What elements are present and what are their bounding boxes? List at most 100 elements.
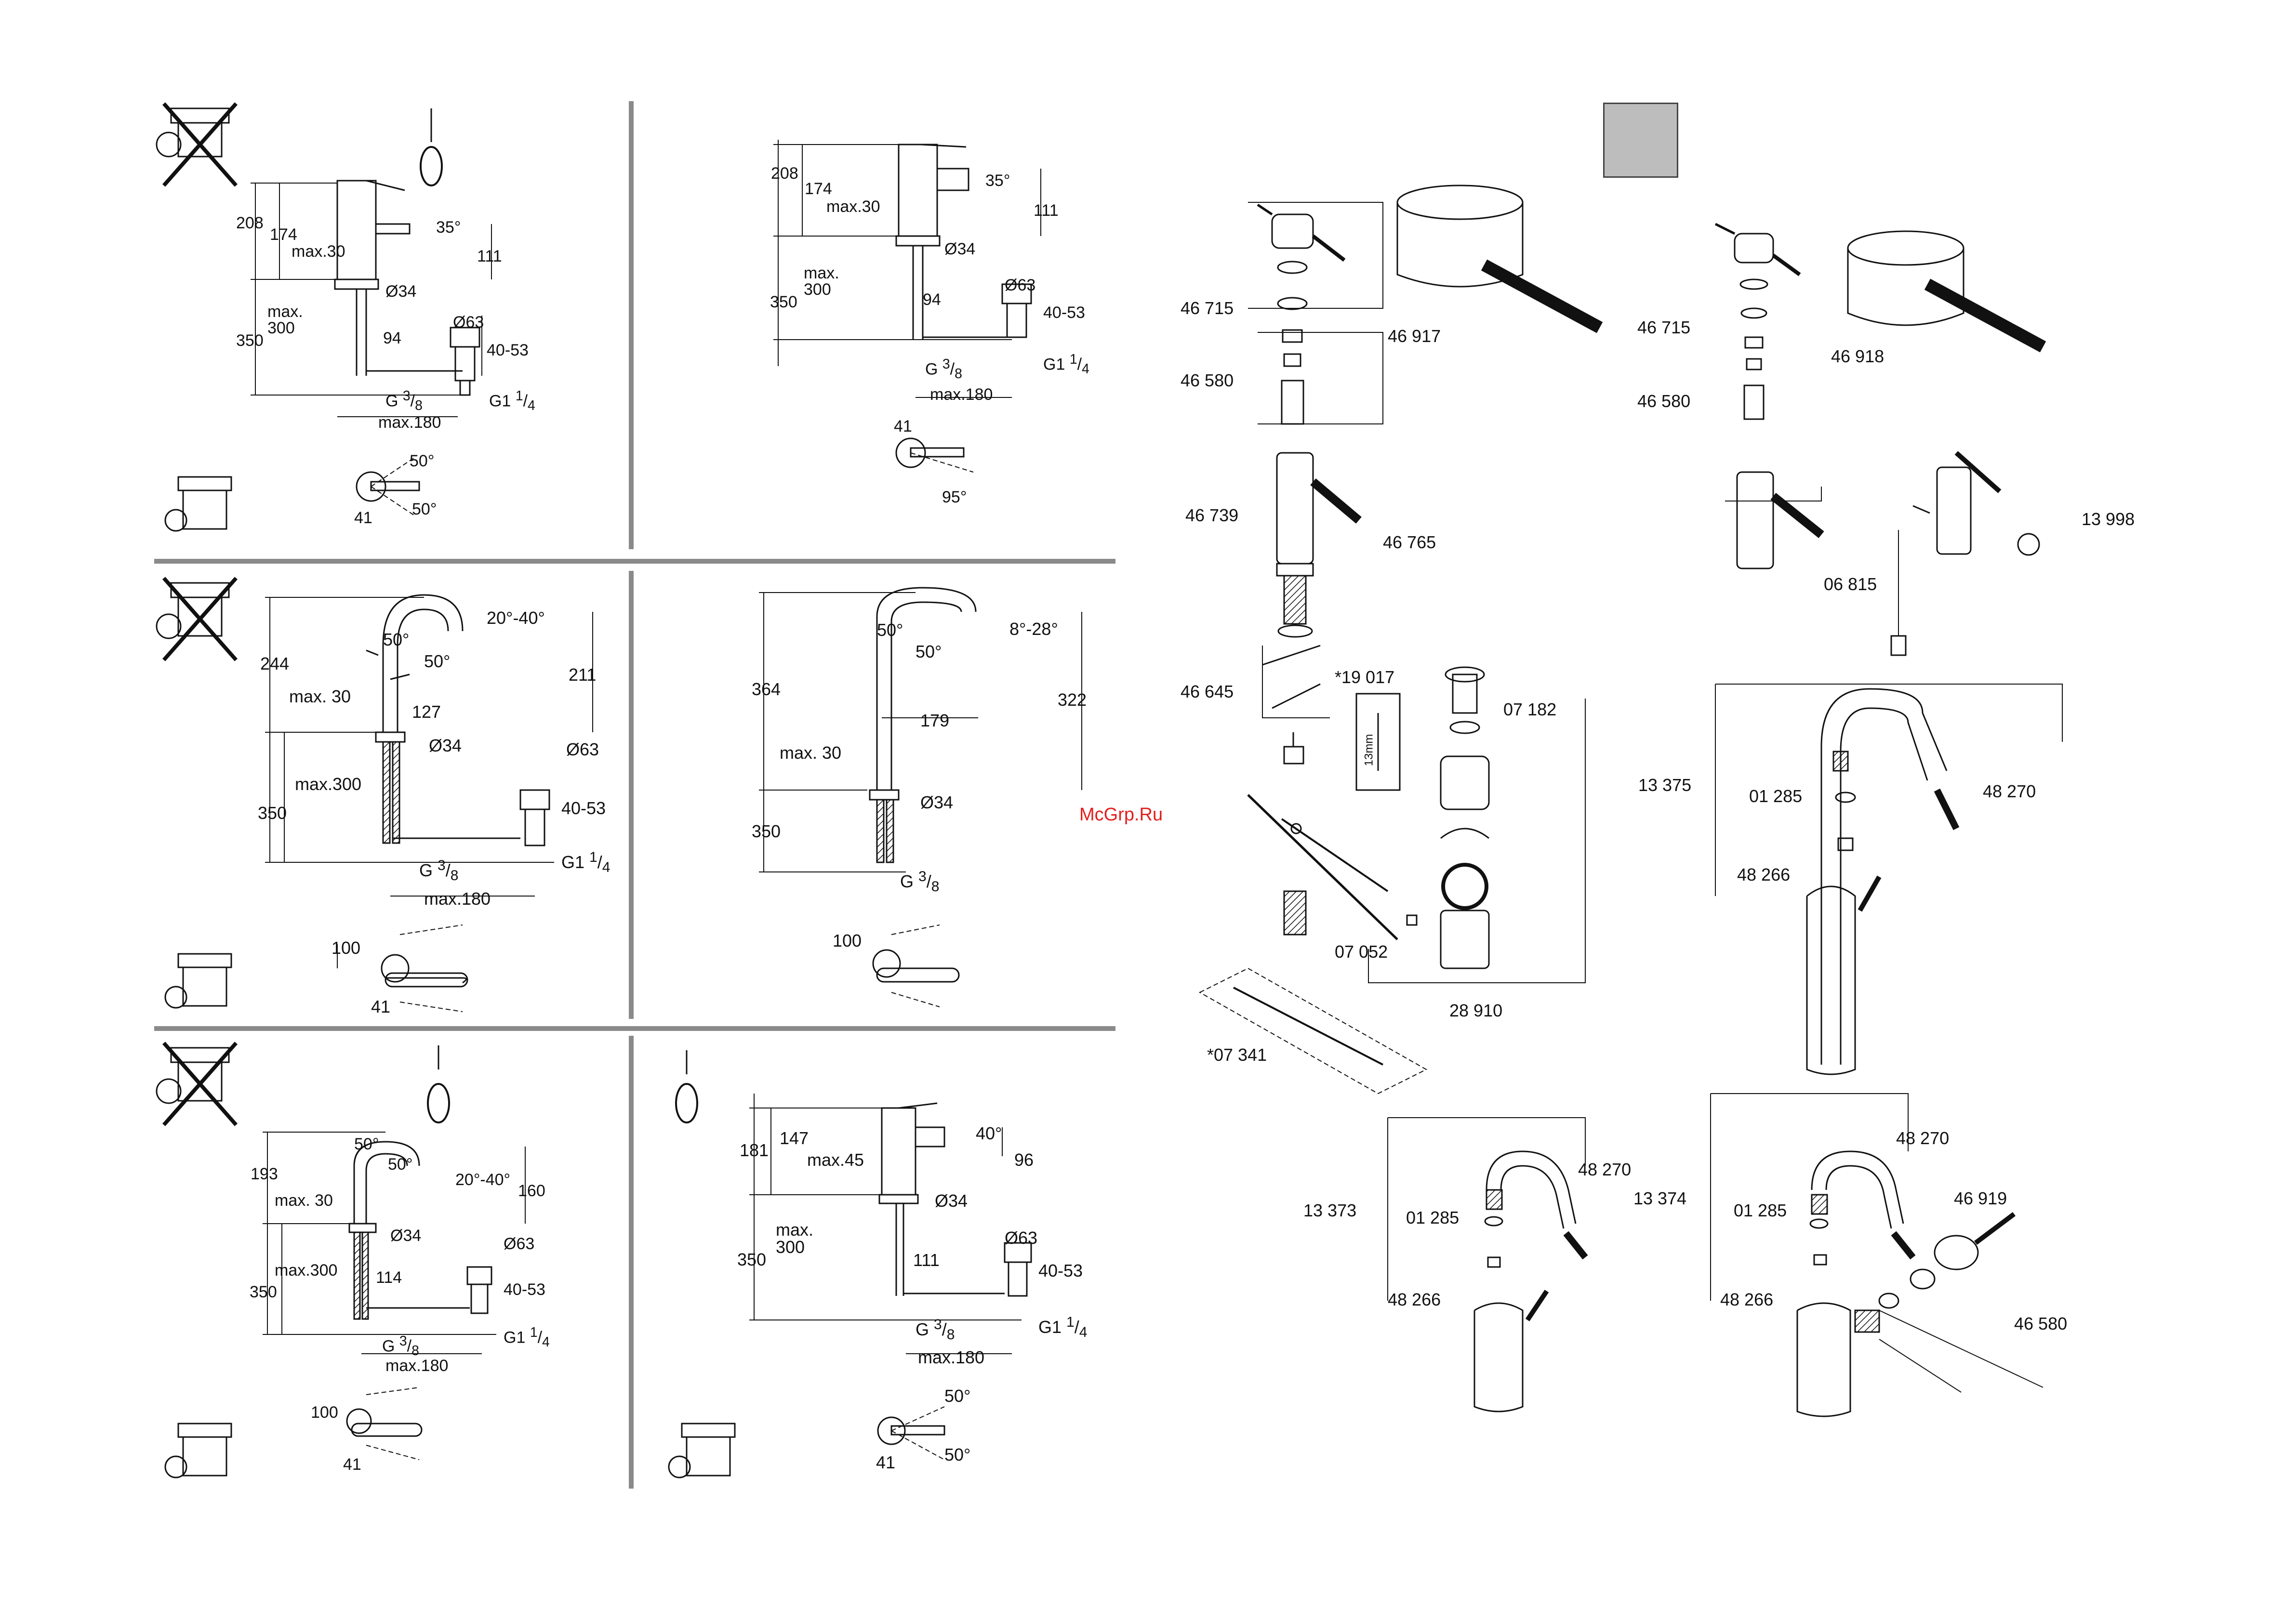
dim-g38: G 3/8	[419, 858, 459, 884]
dim-max180: max.180	[385, 1357, 449, 1375]
dim-dia63: Ø63	[453, 313, 484, 331]
dim-35deg: 35°	[985, 172, 1010, 190]
dim-max300: max.300	[267, 303, 303, 336]
angle-50-a: 50°	[410, 452, 435, 470]
part-48270: 48 270	[1578, 1160, 1632, 1179]
dim-g38: G 3/8	[385, 388, 423, 414]
dim-364: 364	[752, 679, 781, 699]
angle-50-b: 50°	[412, 500, 437, 518]
dim-dia34: Ø34	[944, 240, 976, 258]
divider-horizontal-1	[154, 559, 1115, 564]
dim-40-53: 40-53	[487, 341, 529, 359]
dim-40-53: 40-53	[1043, 303, 1085, 322]
dim-max300: max.300	[275, 1261, 338, 1280]
divider-vertical-bottom	[629, 1036, 634, 1489]
dim-g38: G 3/8	[925, 356, 962, 382]
pop-up-chain-icon	[675, 1050, 698, 1123]
part-01285: 01 285	[1749, 786, 1803, 806]
dim-dia34: Ø34	[920, 792, 954, 812]
part-48266: 48 266	[1388, 1290, 1441, 1309]
dim-max300-value: 300	[776, 1237, 805, 1257]
watermark: McGrp.Ru	[1079, 805, 1163, 825]
dim-208: 208	[771, 164, 798, 183]
dim-max180: max.180	[918, 1347, 985, 1367]
dim-dia63: Ø63	[1005, 1228, 1038, 1248]
dim-g114: G1 1/4	[1043, 352, 1089, 377]
panel-4-drawing	[759, 587, 1082, 1007]
dim-max300-text: max.	[267, 303, 303, 321]
drain-icon	[164, 476, 232, 532]
part-46739: 46 739	[1185, 505, 1239, 525]
dim-g114: G1 1/4	[561, 849, 610, 876]
dim-350: 350	[770, 293, 797, 311]
divider-vertical-mid	[629, 571, 634, 1019]
dim-max300: max.300	[804, 265, 839, 298]
dim-100: 100	[332, 938, 361, 958]
angle-20-40: 20°-40°	[455, 1171, 511, 1189]
dim-181: 181	[740, 1140, 769, 1160]
part-07341: *07 341	[1207, 1045, 1267, 1065]
dim-350: 350	[752, 821, 781, 841]
part-46715: 46 715	[1181, 298, 1234, 318]
dim-g114: G1 1/4	[504, 1325, 550, 1350]
dim-dia63: Ø63	[566, 739, 599, 759]
part-46580: 46 580	[2014, 1314, 2068, 1333]
dim-35deg: 35°	[436, 218, 461, 237]
dim-350: 350	[250, 1283, 277, 1301]
part-48270: 48 270	[1896, 1128, 1950, 1148]
angle-50-a: 50°	[383, 630, 410, 649]
part-46917: 46 917	[1388, 326, 1441, 346]
part-46715: 46 715	[1637, 317, 1691, 337]
dim-350: 350	[737, 1250, 767, 1269]
panel-5-drawing	[156, 1042, 526, 1478]
dim-max300-text: max.	[804, 264, 839, 282]
part-19017: *19 017	[1335, 667, 1395, 687]
angle-50-b: 50°	[388, 1155, 413, 1174]
panel-6-drawing	[668, 1050, 1032, 1478]
angle-50-b: 50°	[944, 1445, 971, 1465]
part-07182: 07 182	[1503, 699, 1557, 719]
dim-160: 160	[518, 1182, 545, 1200]
dim-max180: max.180	[424, 889, 491, 909]
parts-b-drawing	[1714, 223, 2046, 656]
pop-up-chain-icon	[420, 108, 443, 186]
dim-350: 350	[236, 331, 264, 350]
dim-dia34: Ø34	[935, 1191, 968, 1211]
part-07052: 07 052	[1335, 942, 1388, 962]
dim-max300: max.300	[776, 1221, 813, 1256]
dim-41: 41	[354, 509, 372, 527]
dim-max180: max.180	[378, 413, 441, 432]
parts-c-drawing	[1715, 684, 2063, 1075]
dim-g38: G 3/8	[900, 869, 940, 895]
divider-horizontal-2	[154, 1026, 1115, 1031]
dim-94: 94	[383, 329, 401, 347]
dim-40-53: 40-53	[561, 798, 606, 818]
dim-174: 174	[805, 180, 832, 198]
dim-41: 41	[894, 417, 912, 435]
dim-350: 350	[258, 803, 287, 823]
dim-111: 111	[913, 1250, 940, 1270]
drain-icon	[164, 953, 232, 1009]
dim-114: 114	[376, 1268, 402, 1287]
part-13375: 13 375	[1638, 775, 1692, 795]
part-46765: 46 765	[1383, 532, 1436, 552]
angle-95: 95°	[942, 488, 967, 506]
dim-94: 94	[923, 290, 941, 309]
dim-max30: max. 30	[289, 686, 351, 706]
dim-127: 127	[412, 702, 441, 722]
part-46918: 46 918	[1831, 346, 1885, 366]
angle-50-a: 50°	[944, 1386, 971, 1406]
part-06815: 06 815	[1824, 574, 1877, 594]
dim-dia63: Ø63	[504, 1235, 535, 1253]
single-lever-icon	[1603, 103, 1678, 178]
part-46580: 46 580	[1181, 370, 1234, 390]
panel-2-drawing	[773, 140, 1041, 473]
part-46919: 46 919	[1954, 1188, 2007, 1208]
part-13373: 13 373	[1303, 1201, 1357, 1220]
dim-g38: G 3/8	[382, 1333, 419, 1359]
dim-dia34: Ø34	[385, 282, 417, 301]
panel-3-drawing	[156, 577, 593, 1012]
dim-40-53: 40-53	[1038, 1261, 1083, 1280]
dim-dia63: Ø63	[1005, 276, 1036, 294]
